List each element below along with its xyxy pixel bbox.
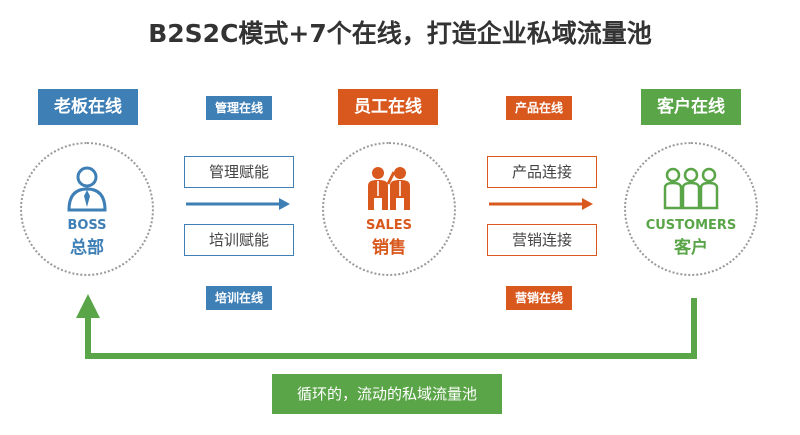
product-connect-box: 产品连接 [487,156,597,188]
staff-online-header: 员工在线 [338,89,438,125]
customers-zh-label: 客户 [674,238,708,258]
customers-circle: CUSTOMERS 客户 [624,142,758,276]
loop-back-line [85,298,697,359]
customers-group-icon [663,167,719,210]
marketing-online-tag: 营销在线 [506,286,572,310]
management-online-tag: 管理在线 [206,96,272,120]
marketing-connect-box: 营销连接 [487,224,597,256]
loop-back-arrowhead [76,294,100,318]
product-online-tag: 产品在线 [506,96,572,120]
boss-to-sales-arrowhead [279,198,290,210]
customer-online-header: 客户在线 [641,89,741,125]
customers-en-label: CUSTOMERS [645,218,737,233]
loop-label-bar: 循环的，流动的私域流量池 [272,374,502,414]
page-title: B2S2C模式+7个在线，打造企业私域流量池 [148,19,652,48]
boss-en-label: BOSS [67,218,107,233]
training-online-tag: 培训在线 [206,286,272,310]
sales-en-label: SALES [366,218,412,233]
boss-person-icon [67,166,107,212]
boss-zh-label: 总部 [70,238,104,258]
management-enable-box: 管理赋能 [184,156,294,188]
boss-online-header: 老板在线 [38,89,138,125]
sales-to-customers-arrowhead [582,198,593,210]
sales-circle: SALES 销售 [322,142,456,276]
sales-zh-label: 销售 [372,238,406,258]
boss-circle: BOSS 总部 [20,142,154,276]
salespeople-icon [368,167,410,210]
training-enable-box: 培训赋能 [184,224,294,256]
